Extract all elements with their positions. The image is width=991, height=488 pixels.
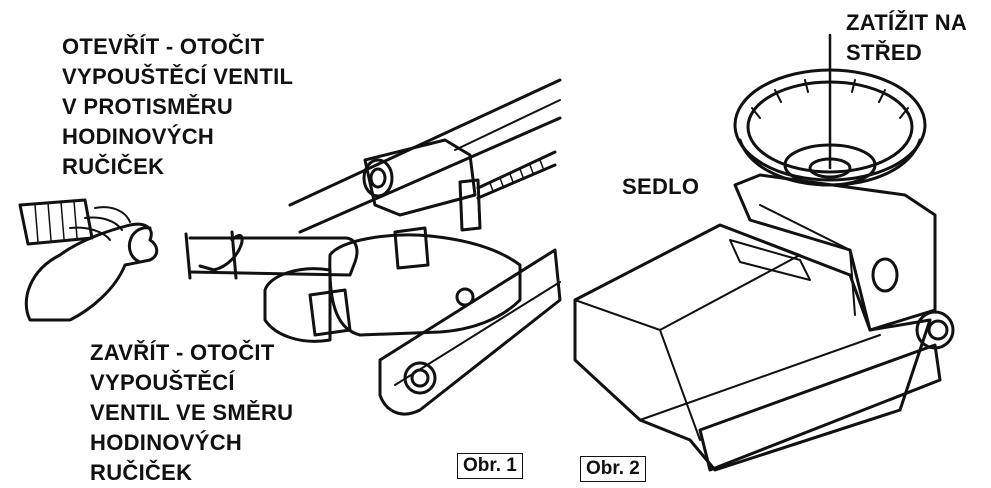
figure1-caption: Obr. 1 <box>457 453 523 479</box>
valve-bore-inner <box>369 167 387 189</box>
yoke-inner <box>759 204 856 316</box>
close-instruction-line: VENTIL VE SMĚRU <box>90 400 294 425</box>
jack-side-plate <box>263 267 332 343</box>
load-center-instruction: ZATÍŽIT NA STŘED <box>846 8 967 68</box>
close-instruction-line: VYPOUŠTĚCÍ <box>90 370 235 395</box>
pivot-bolt <box>403 361 437 395</box>
lift-arm-upper-bar <box>454 99 561 151</box>
saddle-rim-inner <box>746 80 914 174</box>
saddle-yoke <box>733 173 937 332</box>
handle-tube <box>188 236 359 277</box>
open-valve-instruction: OTEVŘÍT - OTOČIT VYPOUŠTĚCÍ VENTIL V PRO… <box>62 32 293 182</box>
figure1-drawing <box>18 78 562 416</box>
load-instruction-line: ZATÍŽIT NA <box>846 10 968 35</box>
rotation-arrow-right <box>198 233 244 272</box>
open-instruction-line: V PROTISMĚRU <box>62 94 234 119</box>
valve-bracket <box>458 178 482 232</box>
valve-housing <box>363 138 477 217</box>
open-instruction-line: RUČIČEK <box>62 154 165 179</box>
front-plate <box>698 343 942 472</box>
saddle-label: SEDLO <box>622 174 700 199</box>
open-instruction-line: HODINOVÝCH <box>62 124 215 149</box>
open-instruction-line: OTEVŘÍT - OTOČIT <box>62 34 265 59</box>
load-instruction-line: STŘED <box>846 40 923 65</box>
close-instruction-line: RUČIČEK <box>90 460 193 485</box>
close-instruction-line: HODINOVÝCH <box>90 430 243 455</box>
saddle-center-dot <box>808 157 852 179</box>
rotation-arrow-left <box>128 226 152 264</box>
saddle-rim <box>733 68 927 182</box>
lower-frame <box>378 248 562 416</box>
close-valve-instruction: ZAVŘÍT - OTOČIT VYPOUŠTĚCÍ VENTIL VE SMĚ… <box>90 338 293 488</box>
front-pivot <box>915 310 955 350</box>
lift-arm-top <box>288 78 562 207</box>
pivot-bolt-inner <box>410 368 430 388</box>
handle-grip <box>18 198 94 246</box>
jack-body <box>328 233 522 337</box>
valve-nut <box>393 226 430 270</box>
valve-bore <box>362 158 394 198</box>
open-instruction-line: VYPOUŠTĚCÍ VENTIL <box>62 64 294 89</box>
hand <box>24 222 159 322</box>
body-bolt <box>455 287 475 307</box>
grip-ridges <box>34 200 78 243</box>
jack-base-block <box>308 288 352 337</box>
lift-arm-edge <box>639 329 881 441</box>
lift-arm-top-inner <box>298 116 562 234</box>
threaded-rod-lower <box>476 163 557 200</box>
lift-arm-slot <box>729 239 811 281</box>
lower-frame-edge <box>394 281 561 386</box>
close-instruction-line: ZAVŘÍT - OTOČIT <box>90 340 275 365</box>
saddle-teeth <box>751 79 909 119</box>
figure2-caption: Obr. 2 <box>580 456 646 482</box>
front-pivot-inner <box>927 319 949 341</box>
lift-arm <box>573 223 932 472</box>
threaded-rod <box>476 150 557 190</box>
figure2-drawing <box>573 33 955 472</box>
lift-arm-top-face <box>574 224 801 331</box>
yoke-pin <box>871 257 899 293</box>
thread-marks <box>489 159 544 192</box>
